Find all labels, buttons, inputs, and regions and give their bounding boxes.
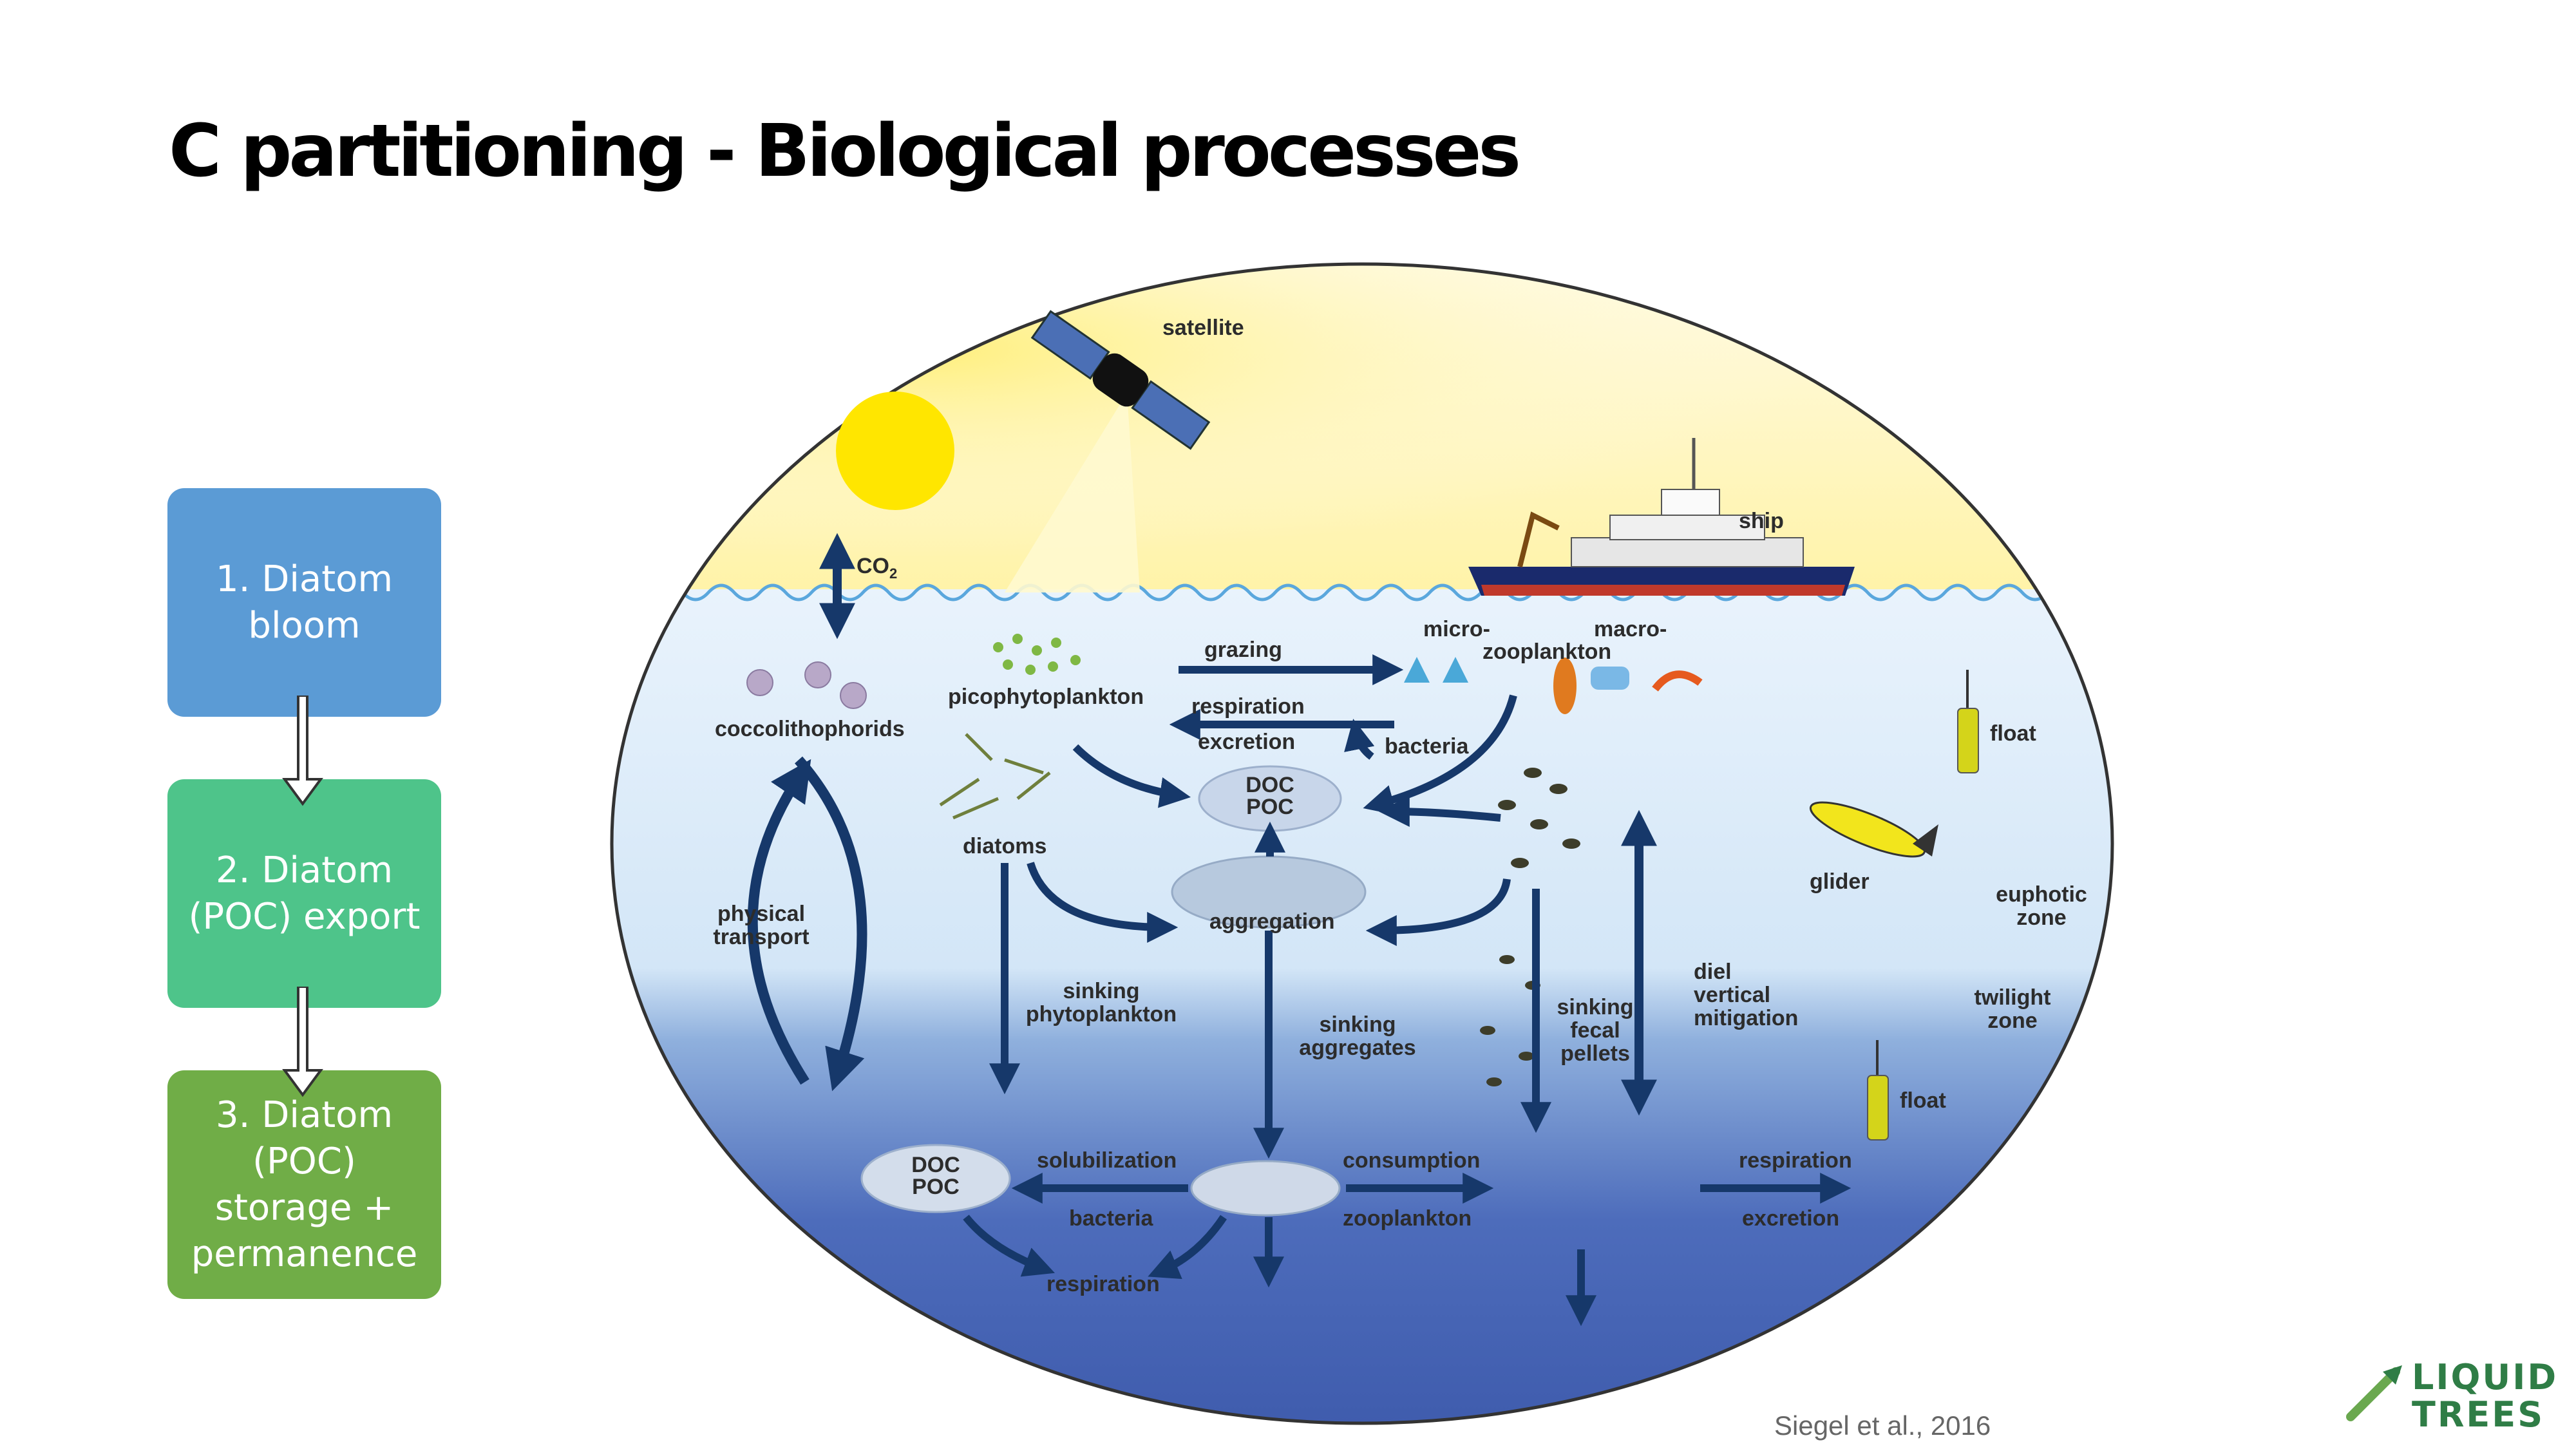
step-3-box: 3. Diatom(POC)storage +permanence: [167, 1070, 441, 1299]
logo-line-2: TREES: [2412, 1394, 2545, 1435]
label-respiration-bottom: respiration: [1046, 1272, 1160, 1296]
coccolithophorid-icons: [746, 661, 867, 709]
citation: Siegel et al., 2016: [1774, 1410, 1991, 1441]
label-aggregation: aggregation: [1209, 909, 1335, 934]
label-picophytoplankton: picophytoplankton: [948, 685, 1144, 709]
sea-surface: [612, 583, 2101, 601]
step-1-line-1: 1. Diatom: [216, 558, 393, 600]
arrow-picophyto-to-doc: [1072, 744, 1191, 808]
label-glider: glider: [1810, 869, 1870, 894]
page-title: C partitioning - Biological processes: [169, 109, 1521, 193]
fecal-pellet-icons: [1480, 768, 1580, 1086]
step-2-box: 2. Diatom(POC) export: [167, 779, 441, 1008]
logo-line-1: LIQUID: [2412, 1357, 2559, 1397]
step-3-line-4: permanence: [191, 1233, 418, 1275]
float-icon-top: [1957, 670, 1979, 773]
label-diatoms: diatoms: [963, 834, 1046, 858]
label-solubilization: solubilization: [1037, 1148, 1177, 1173]
arrow-physical-transport: [747, 756, 867, 1092]
diatom-icons: [939, 733, 1051, 820]
step-2-line-1: 2. Diatom: [216, 849, 393, 891]
step-3-line-3: storage +: [214, 1186, 394, 1229]
label-respiration-right: respiration: [1739, 1148, 1852, 1173]
label-satellite: satellite: [1162, 316, 1244, 340]
label-bacteria-top: bacteria: [1385, 734, 1469, 759]
step-3-line-1: 3. Diatom: [216, 1094, 393, 1136]
label-consumption: consumption: [1343, 1148, 1480, 1173]
label-excretion-right: excretion: [1742, 1206, 1839, 1231]
label-bacteria-bottom: bacteria: [1069, 1206, 1153, 1231]
zooplankton-icons: [1404, 657, 1703, 714]
label-respiration-top: respiration: [1191, 694, 1305, 719]
arrow-diatoms-to-agg: [1027, 862, 1179, 943]
label-float-bottom: float: [1900, 1088, 1946, 1113]
carbon-cycle-diagram: satellite CO2 ship float float glider eu…: [610, 262, 2114, 1425]
label-zooplankton: zooplankton: [1482, 639, 1611, 664]
step-2-line-2: (POC) export: [188, 895, 421, 938]
liquid-trees-logo-icon: [2346, 1365, 2402, 1421]
step-arrow-1: [282, 696, 323, 806]
ship-icon: [1468, 438, 1855, 596]
float-icon-bottom: [1867, 1040, 1889, 1141]
arrow-zoo-to-doc: [1363, 694, 1517, 815]
arrow-pellets-to-doc: [1378, 796, 1501, 828]
aggregate-cloud-deep: [1190, 1160, 1341, 1217]
diagram-outline: [610, 262, 2114, 1425]
step-1-line-2: bloom: [248, 604, 361, 647]
label-float-top: float: [1990, 721, 2036, 746]
sun-icon: [836, 392, 954, 510]
glider-icon: [1809, 801, 1938, 858]
picophytoplankton-icons: [993, 634, 1081, 675]
label-ship: ship: [1739, 509, 1784, 533]
label-coccolithophorids: coccolithophorids: [715, 717, 905, 741]
label-excretion-top: excretion: [1198, 730, 1295, 754]
arrow-pellets-to-agg: [1365, 878, 1511, 946]
step-3-line-2: (POC): [252, 1140, 356, 1182]
arrow-bacteria-up: [1344, 719, 1375, 760]
label-co2: CO2: [857, 554, 897, 582]
step-arrow-2: [282, 987, 323, 1097]
label-macro: macro-: [1594, 617, 1667, 641]
doc-poc-bottom: [860, 1144, 1011, 1213]
label-grazing: grazing: [1204, 638, 1282, 662]
arrow-agg-to-respiration: [1148, 1215, 1227, 1280]
satellite-icon: [1030, 310, 1211, 450]
label-zooplankton-bottom: zooplankton: [1343, 1206, 1472, 1231]
arrow-doc-to-respiration: [963, 1215, 1055, 1277]
label-micro: micro-: [1423, 617, 1490, 641]
liquid-trees-logo: LIQUID TREES: [2412, 1359, 2558, 1434]
